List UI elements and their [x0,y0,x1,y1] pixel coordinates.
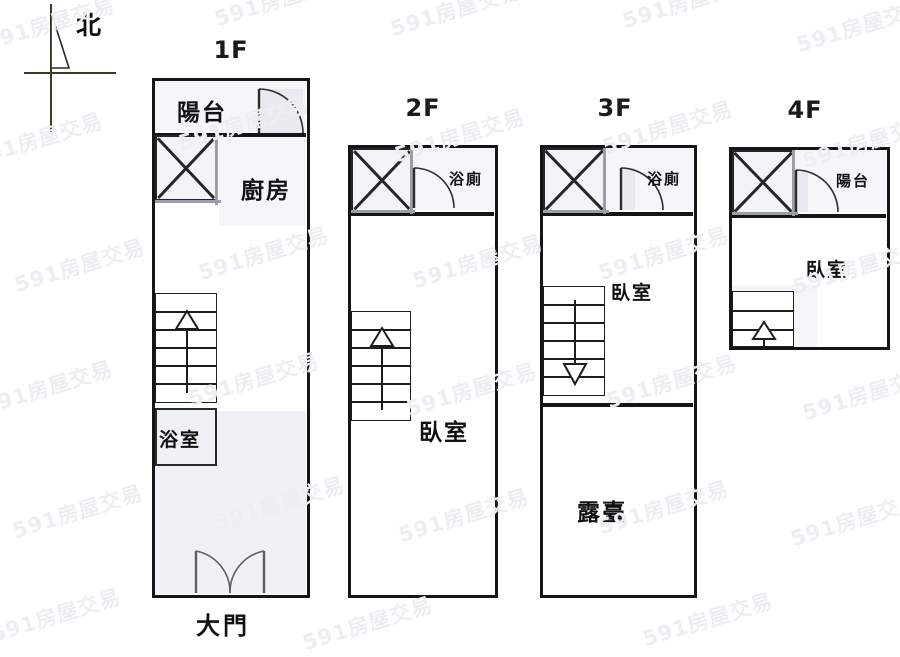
watermark-text: 591房屋交易 [793,0,900,58]
stair-direction-down-arrow-3f [562,300,588,387]
floor-plan-1f: 廚房 陽台 浴室 [152,78,310,598]
room-label-bath-wc-3f: 浴廁 [647,170,682,188]
bathroom-box-1f [155,408,217,466]
bath-wc-door-icon-3f [619,167,664,211]
balcony-door-icon-1f [257,88,304,134]
top-band-partition-wall-3f [543,212,693,216]
watermark-text: 591房屋交易 [0,584,124,648]
watermark-text: 591房屋交易 [387,0,524,42]
floor-title-3f: 3F [597,94,633,122]
compass-rose: 北 [24,4,124,134]
kitchen-fill-1f [219,131,306,226]
room-label-terrace-3f: 露臺 [577,500,627,526]
watermark-text: 591房屋交易 [9,480,146,544]
room-label-balcony-4f: 陽台 [836,172,871,190]
compass-horizontal-axis [24,72,116,74]
shaft-side-wall-2f [410,148,413,214]
watermark-text: 591房屋交易 [299,592,436,656]
main-entrance-label: 大門 [196,612,250,640]
shaft-bottom-wall-3f [543,210,609,213]
shaft-side-wall-3f [603,148,606,214]
room-label-bedroom-4f: 臥室 [806,259,849,281]
shaft-side-wall-4f [792,150,795,216]
watermark-text: 591房屋交易 [211,0,349,33]
balcony-door-icon-4f [794,169,839,213]
floor-title-4f: 4F [787,96,823,124]
watermark-text: 591房屋交易 [0,356,116,420]
room-label-bath-wc-2f: 浴廁 [449,170,484,188]
floor-plan-3f: 浴廁 臥室 露臺 [540,145,697,598]
stair-void-shaft-2f [351,148,412,212]
stair-direction-up-arrow-2f [369,326,395,410]
floor-plan-2f: 浴廁 臥室 [348,145,498,598]
compass-north-needle-icon [50,11,71,69]
floor-title-1f: 1F [213,36,249,64]
floor-plan-4f: 陽台 臥室 [729,147,890,350]
compass-north-label: 北 [76,11,102,40]
room-label-kitchen-1f: 廚房 [241,178,291,204]
terrace-partition-wall-3f [543,403,693,407]
watermark-text: 591房屋交易 [787,488,900,552]
watermark-text: 591房屋交易 [619,0,756,34]
top-band-partition-wall-4f [732,214,886,218]
top-band-partition-wall-2f [351,212,494,216]
room-label-balcony-1f: 陽台 [177,100,227,126]
bath-wc-door-icon-2f [412,167,455,209]
shaft-bottom-wall-1f [155,200,221,203]
shaft-bottom-wall-2f [351,210,415,213]
shaft-bottom-wall-4f [732,212,798,215]
floor-title-2f: 2F [405,94,441,122]
watermark-text: 591房屋交易 [799,362,900,426]
room-label-bedroom-2f: 臥室 [419,420,469,446]
stair-void-shaft-4f [732,150,794,214]
stair-void-shaft-3f [543,148,605,212]
room-label-bathroom-1f: 浴室 [159,429,202,451]
stair-direction-up-arrow-4f [751,320,777,349]
room-label-bedroom-3f: 臥室 [611,282,654,304]
stair-void-shaft-1f [155,135,217,201]
balcony-partition-wall-1f [155,133,306,137]
stair-direction-up-arrow-1f [174,309,200,393]
entry-door-right-icon-1f [229,550,266,594]
watermark-text: 591房屋交易 [11,234,148,298]
shaft-side-wall-1f [215,135,218,205]
